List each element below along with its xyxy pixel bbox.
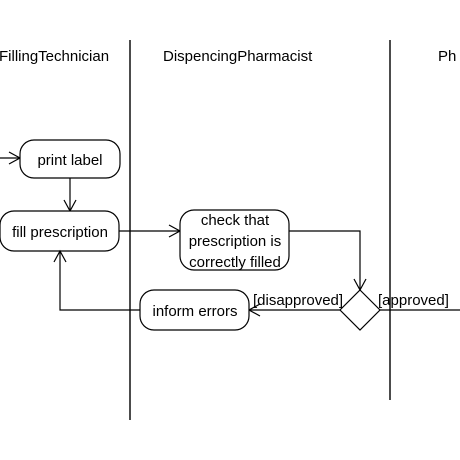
- activity-inform-errors-text: inform errors: [152, 303, 237, 320]
- flow-inform-to-fill-arrowhead: [53, 249, 67, 263]
- flow-inform-to-fill: [59, 251, 140, 311]
- activity-print-label[interactable]: print label: [19, 139, 121, 179]
- activity-check-line-1: check that: [201, 212, 270, 229]
- activity-fill-prescription[interactable]: fill prescription: [0, 210, 120, 252]
- flow-check-to-decision: [289, 230, 361, 290]
- activity-inform-errors[interactable]: inform errors: [139, 289, 250, 331]
- activity-check-prescription[interactable]: check that prescription is correctly fil…: [179, 209, 290, 271]
- activity-check-line-3: correctly filled: [189, 254, 281, 271]
- decision-node[interactable]: [339, 289, 381, 331]
- swimlane-pharmacist-label: Ph: [438, 48, 456, 65]
- activity-fill-prescription-text: fill prescription: [12, 224, 108, 241]
- swimlane-dispencing-pharmacist-label: DispencingPharmacist: [163, 48, 313, 65]
- activity-check-line-2: prescription is: [189, 233, 282, 250]
- activity-print-label-text: print label: [37, 152, 102, 169]
- guard-approved: [approved]: [378, 292, 449, 309]
- guard-disapproved: [disapproved]: [253, 292, 343, 309]
- swimlane-filling-technician-label: FillingTechnician: [0, 48, 109, 65]
